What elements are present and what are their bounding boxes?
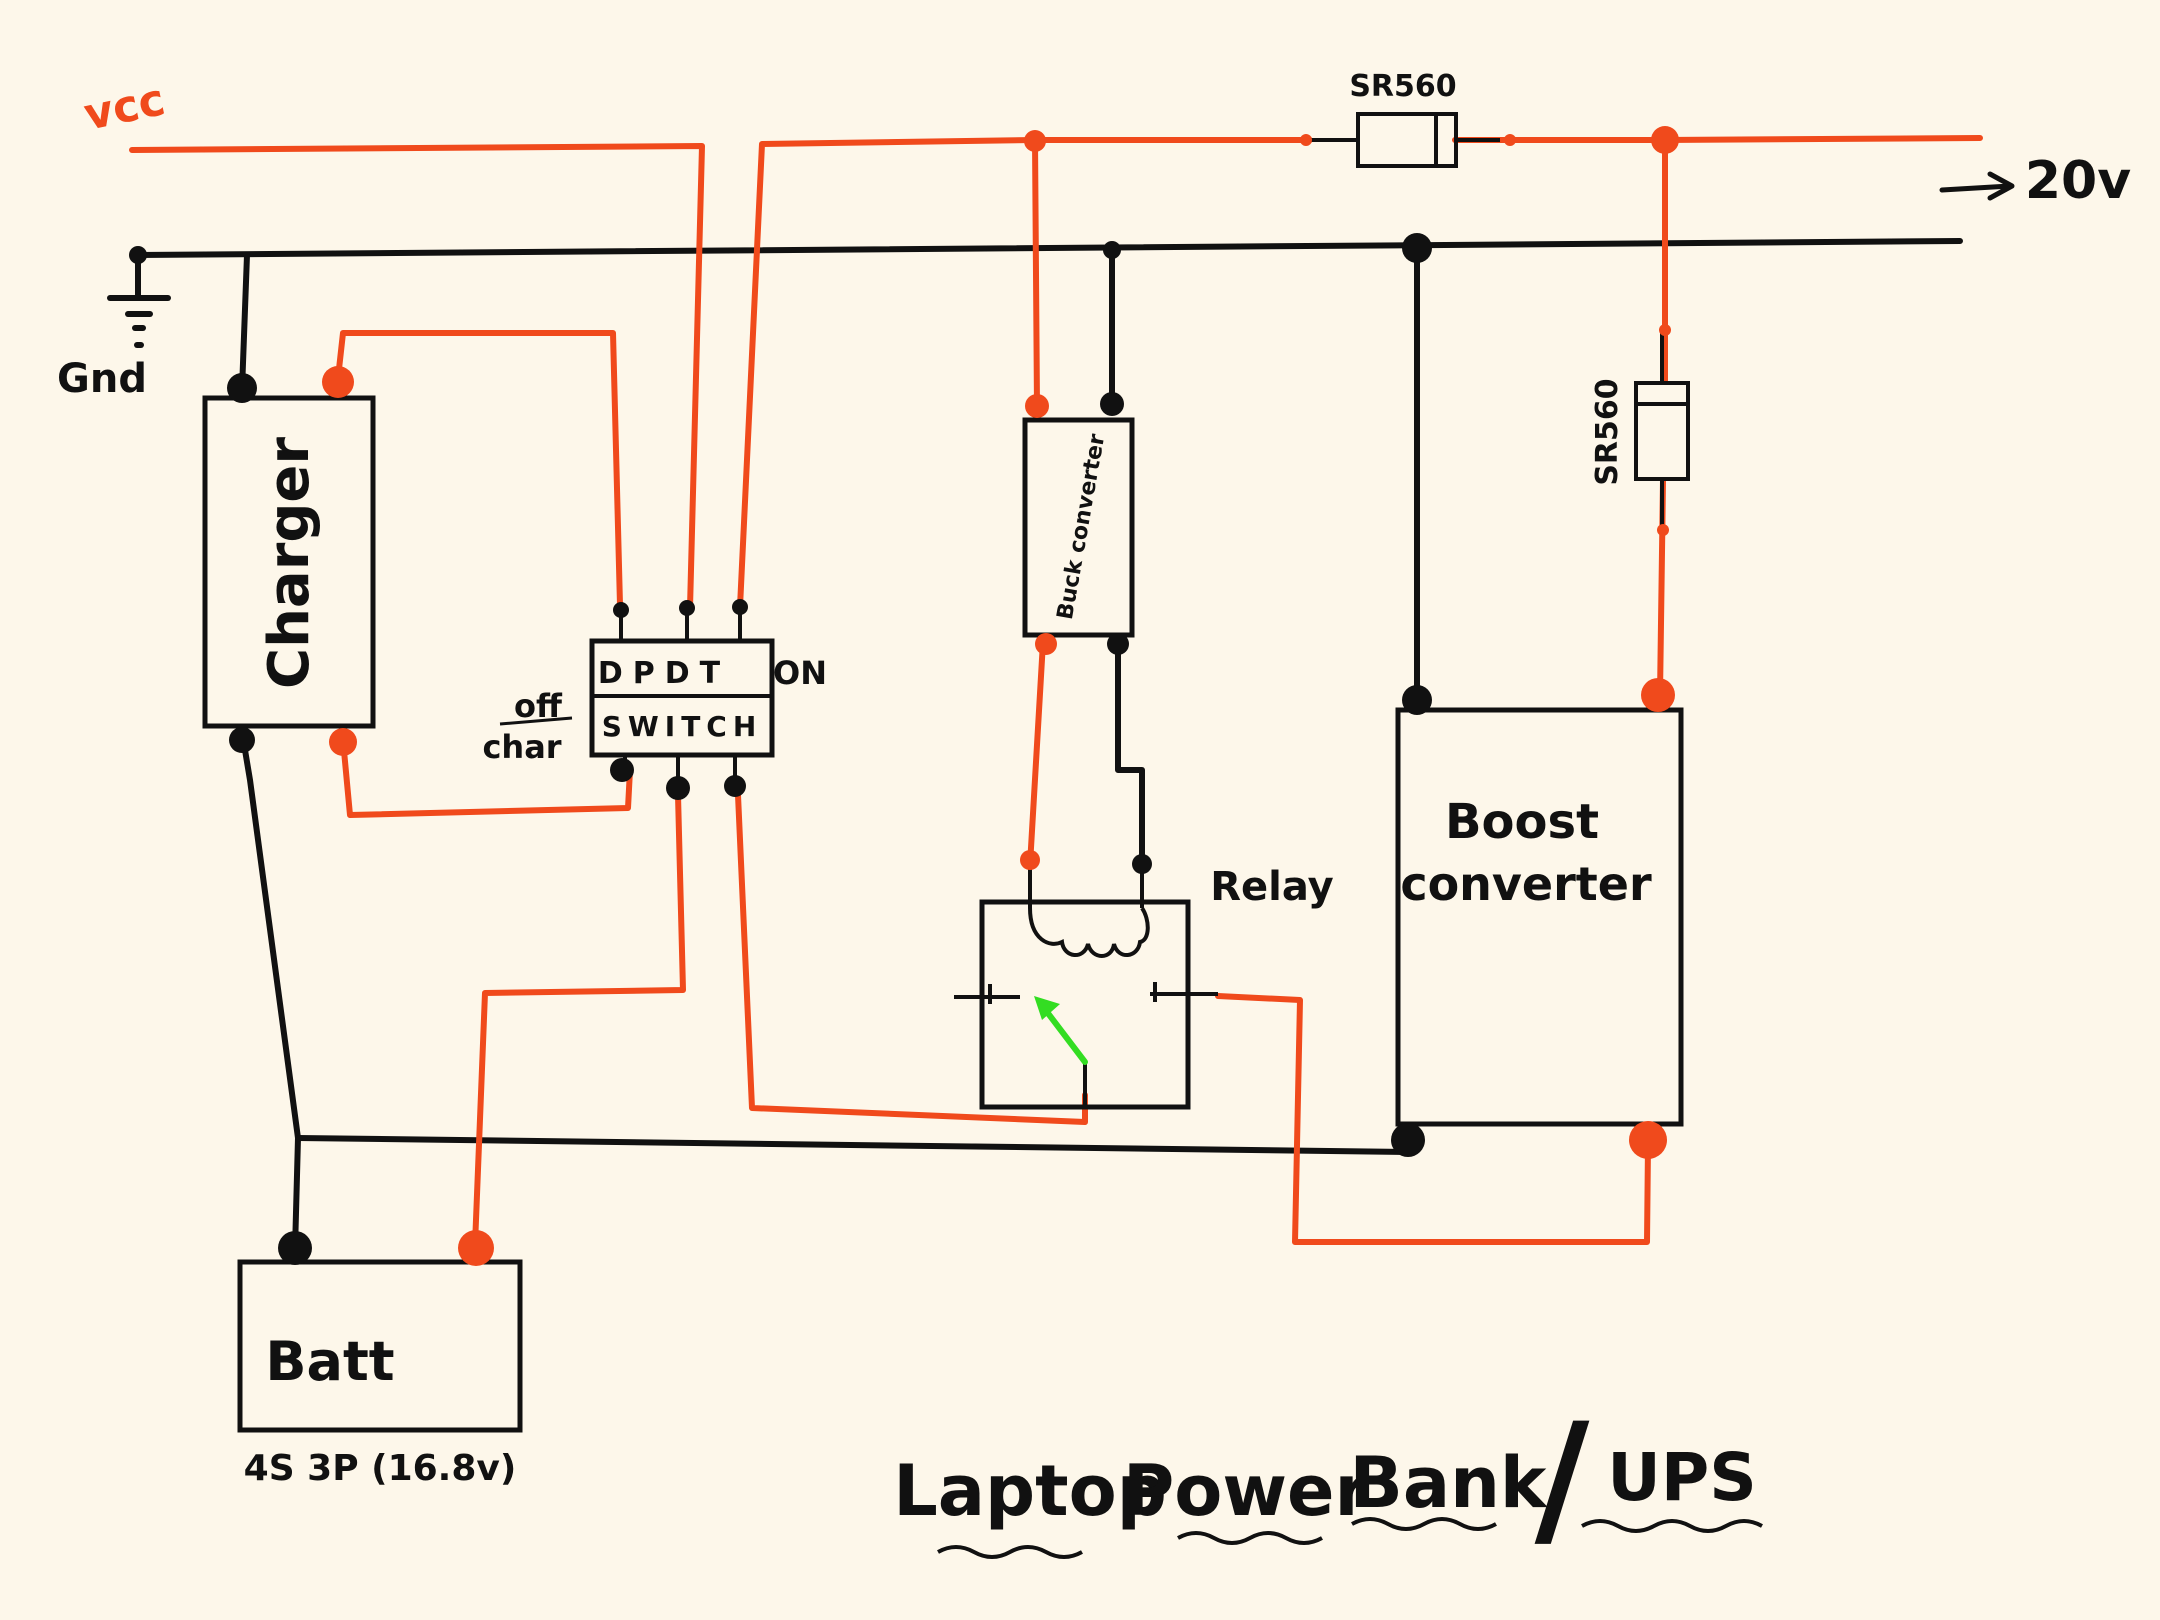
diode-top: SR560 bbox=[1310, 69, 1500, 168]
boost-label-line2: converter bbox=[1400, 857, 1652, 911]
diode2-bottom-dot bbox=[1657, 524, 1669, 536]
switch-top-pin2-dot bbox=[679, 600, 695, 616]
output-label: 20v bbox=[2025, 151, 2131, 211]
battery-pos-dot bbox=[458, 1230, 494, 1266]
relay-armature bbox=[1041, 1005, 1088, 1065]
relay-label: Relay bbox=[1210, 864, 1333, 910]
buck-pos-out-dot bbox=[1035, 633, 1057, 655]
title: Laptop Power Bank / UPS bbox=[893, 1392, 1763, 1566]
output-junction-dot bbox=[1651, 126, 1679, 154]
switch-bot-pin1-dot bbox=[610, 758, 634, 782]
boost-label-line1: Boost bbox=[1445, 794, 1599, 850]
title-underline-2 bbox=[1177, 1531, 1323, 1545]
dpdt-switch: DPDT SWITCH off char ON bbox=[482, 607, 827, 788]
rail-labels: vcc Gnd 20v bbox=[57, 74, 2131, 402]
charger-in-to-switch bbox=[335, 330, 623, 608]
rail-tap-dot-1 bbox=[1300, 134, 1312, 146]
buck-converter: Buck converter bbox=[1022, 417, 1135, 638]
switch-top-pin3-dot bbox=[732, 599, 748, 615]
relay-coil bbox=[1028, 906, 1150, 958]
switch-common-to-output-rail bbox=[737, 137, 1313, 610]
buck-gnd-out-to-coil bbox=[1115, 639, 1145, 869]
title-separator: / bbox=[1535, 1392, 1590, 1566]
battery-box bbox=[237, 1259, 523, 1433]
switch-bot-pin2-dot bbox=[666, 776, 690, 800]
boost-converter: Boost converter bbox=[1395, 707, 1684, 1127]
battery-gnd-rail bbox=[295, 1135, 1413, 1155]
relay: Relay bbox=[954, 864, 1334, 1110]
vcc-label: vcc bbox=[80, 74, 170, 141]
boost-box bbox=[1395, 707, 1684, 1127]
buck-pos-in-dot bbox=[1025, 394, 1049, 418]
switch-bot-pin3-dot bbox=[724, 775, 746, 797]
title-underline-4 bbox=[1581, 1519, 1763, 1533]
charger-gnd-in-wire bbox=[239, 252, 250, 393]
title-underline-1 bbox=[937, 1545, 1083, 1559]
charger-gnd-out-to-batt bbox=[240, 735, 301, 1253]
ground-rail bbox=[135, 238, 1963, 258]
battery-spec: 4S 3P (16.8v) bbox=[244, 1448, 517, 1489]
charger-box bbox=[202, 395, 376, 729]
boost-gnd-in-dot bbox=[1402, 685, 1432, 715]
diode-top-body bbox=[1356, 112, 1458, 168]
charger-label: Charger bbox=[257, 437, 322, 689]
boost-gnd-junction-dot bbox=[1402, 233, 1432, 263]
boost-pos-out-dot bbox=[1641, 678, 1675, 712]
diode-right: SR560 bbox=[1590, 330, 1690, 530]
relay-to-boost-wire bbox=[1215, 993, 1651, 1245]
buck-box bbox=[1022, 417, 1135, 638]
buck-gnd-out-dot bbox=[1107, 633, 1129, 655]
title-word-laptop: Laptop bbox=[893, 1450, 1167, 1532]
boost-gnd-dot bbox=[1391, 1123, 1425, 1157]
charger-pos-in-dot bbox=[322, 366, 354, 398]
rail-tap-dot-2 bbox=[1504, 134, 1516, 146]
charger: Charger bbox=[202, 395, 376, 729]
title-underline-3 bbox=[1351, 1517, 1497, 1531]
charger-pos-out-dot bbox=[329, 728, 357, 756]
positive-wires bbox=[129, 135, 1983, 1248]
rail-junction-dot bbox=[1024, 130, 1046, 152]
buck-out-to-coil bbox=[1027, 639, 1046, 868]
output-arrow bbox=[1939, 171, 2015, 201]
title-word-ups: UPS bbox=[1607, 1439, 1757, 1516]
relay-armature-arrow bbox=[1034, 996, 1060, 1020]
title-word-bank: Bank bbox=[1350, 1442, 1548, 1524]
switch-to-battery-wire bbox=[472, 792, 686, 1248]
switch-on-label: ON bbox=[773, 654, 827, 692]
switch-top-pin1-dot bbox=[613, 602, 629, 618]
charger-gnd-out-dot bbox=[229, 727, 255, 753]
title-word-power: Power bbox=[1123, 1450, 1370, 1532]
battery: Batt 4S 3P (16.8v) bbox=[237, 1259, 523, 1489]
diode-right-body bbox=[1634, 381, 1690, 481]
gnd-label: Gnd bbox=[57, 356, 147, 402]
switch-off-underline bbox=[499, 716, 573, 726]
ground-wires bbox=[107, 238, 1963, 1253]
charger-out-to-switch bbox=[340, 737, 633, 818]
diode-top-label: SR560 bbox=[1349, 69, 1456, 104]
output-rail bbox=[1452, 135, 1983, 143]
buck-gnd-in-dot bbox=[1100, 392, 1124, 416]
junction-dots bbox=[129, 126, 1679, 1266]
coil-gnd-dot bbox=[1132, 854, 1152, 874]
battery-label: Batt bbox=[265, 1330, 394, 1393]
diode-right-label: SR560 bbox=[1590, 378, 1625, 485]
battery-gnd-dot bbox=[278, 1231, 312, 1265]
gnd-junction-dot bbox=[129, 246, 147, 264]
switch-label-line1: DPDT bbox=[598, 656, 730, 691]
buck-label: Buck converter bbox=[1053, 432, 1110, 622]
diode2-top-dot bbox=[1659, 324, 1671, 336]
boost-pos-in-dot bbox=[1629, 1121, 1667, 1159]
switch-label-line2: SWITCH bbox=[602, 710, 763, 743]
charger-gnd-in-dot bbox=[227, 373, 257, 403]
buck-gnd-junction-dot bbox=[1103, 241, 1121, 259]
coil-pos-dot bbox=[1020, 850, 1040, 870]
rail-to-buck-wire bbox=[1032, 137, 1040, 411]
switch-char-label: char bbox=[482, 728, 561, 766]
vcc-input-wire bbox=[129, 143, 705, 611]
